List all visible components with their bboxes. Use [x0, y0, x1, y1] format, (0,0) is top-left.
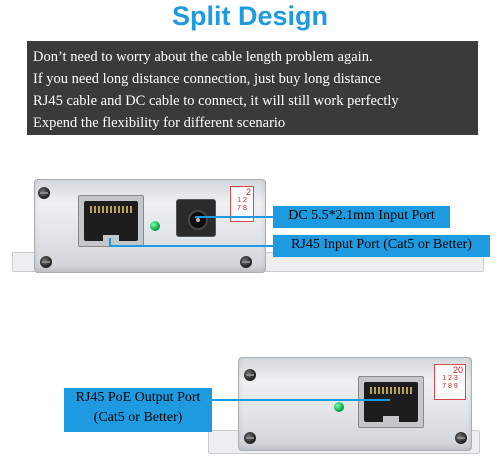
description-line: Don’t need to worry about the cable leng…	[33, 49, 373, 65]
rj45-poe-output-port	[358, 376, 424, 428]
screw-icon	[40, 256, 52, 268]
device-id-number: 2	[245, 187, 251, 197]
dc-callout-leader	[195, 216, 273, 218]
page-title: Split Design	[171, 1, 328, 31]
poe-callout-leader	[212, 399, 390, 401]
device-id-row: 7 8	[237, 205, 247, 212]
dc-jack-socket	[188, 210, 208, 230]
screw-icon	[244, 369, 256, 381]
description-box: Don’t need to worry about the cable leng…	[27, 41, 478, 135]
device-id-row: 1 2 3	[442, 375, 458, 382]
description-line: RJ45 cable and DC cable to connect, it w…	[33, 93, 399, 109]
device-id-number: 20	[452, 365, 463, 375]
rj45-socket	[364, 382, 418, 422]
poe-output-callout-line1: RJ45 PoE Output Port	[75, 390, 201, 405]
device-id-row: 1 2	[237, 197, 247, 204]
screw-icon	[455, 432, 467, 444]
screw-icon	[240, 256, 252, 268]
dc-jack-pin	[196, 218, 200, 222]
device-id-label: 20 1 2 3 7 8 9	[434, 364, 466, 400]
rj45-callout-leader	[109, 245, 273, 247]
poe-status-led-icon	[334, 402, 344, 412]
screw-icon	[244, 432, 256, 444]
bottom-device-body	[238, 357, 472, 451]
rj45-socket	[84, 201, 138, 241]
dc-input-port	[176, 199, 216, 237]
rj45-input-callout: RJ45 Input Port (Cat5 or Better)	[273, 235, 490, 257]
status-led-icon	[150, 221, 160, 231]
description-line: If you need long distance connection, ju…	[33, 71, 381, 87]
poe-output-callout: RJ45 PoE Output Port (Cat5 or Better)	[64, 388, 212, 432]
rj45-callout-leader-vertical	[109, 238, 111, 246]
poe-output-callout-line2: (Cat5 or Better)	[93, 410, 183, 425]
rj45-input-port	[78, 195, 144, 247]
screw-icon	[38, 187, 50, 199]
dc-input-callout: DC 5.5*2.1mm Input Port	[273, 206, 450, 228]
description-line: Expend the flexibility for different sce…	[33, 115, 286, 131]
device-id-row: 7 8 9	[442, 383, 458, 390]
